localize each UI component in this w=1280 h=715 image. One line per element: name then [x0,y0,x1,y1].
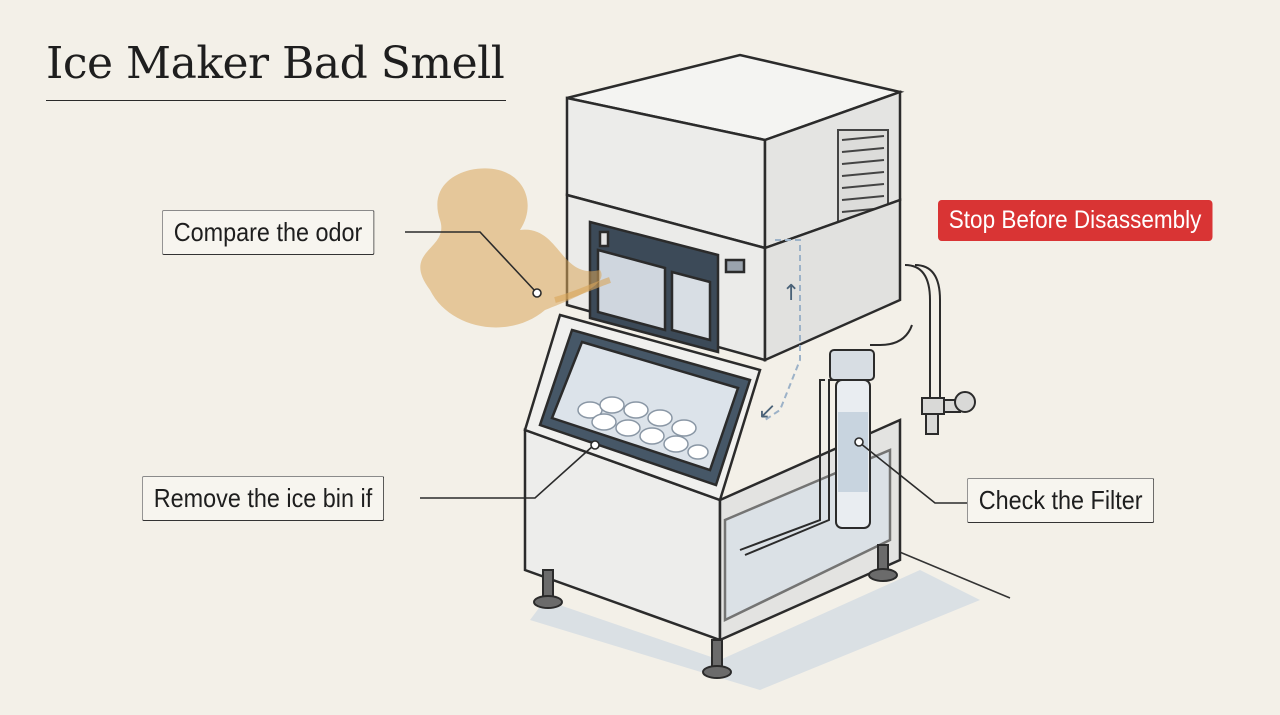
water-path [764,239,801,421]
odor-wisp [554,277,611,303]
leader-lines [405,231,967,504]
flow-arrow-down: ↙ [758,399,776,424]
callout-check-filter: Check the Filter [967,478,1155,523]
callout-compare-odor: Compare the odor [162,210,375,255]
legs [533,544,898,679]
callout-remove-ice-bin: Remove the ice bin if [142,476,384,521]
warning-badge: Stop Before Disassembly [938,200,1213,241]
title-underline [46,100,506,101]
floor-shadow [530,570,980,690]
odor-plume [420,168,602,328]
ice-cubes [577,396,709,460]
filter-cartridge [829,349,875,529]
flow-arrow-up: ↑ [782,281,800,306]
wall-tap [921,391,976,435]
dispenser-section [565,193,902,362]
leader-dots [532,288,864,450]
floor-line [889,547,1011,599]
page-title: Ice Maker Bad Smell [46,38,505,89]
